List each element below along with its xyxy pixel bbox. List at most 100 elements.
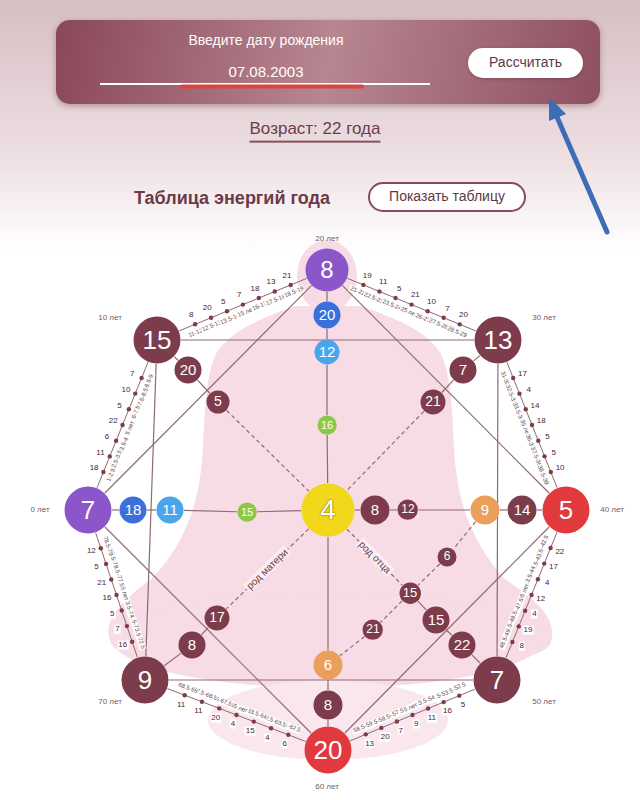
connector-line xyxy=(164,653,181,665)
date-panel: Введите дату рождения 07.08.2003 Рассчитат… xyxy=(56,20,600,104)
node-text: 6 xyxy=(324,657,332,674)
energy-number: 8 xyxy=(188,311,194,320)
energy-number: 19 xyxy=(362,271,373,280)
connector-line xyxy=(174,357,178,361)
age-dot xyxy=(530,423,534,427)
energy-circle: 21 xyxy=(362,619,383,640)
age-range: 78.5-79 xyxy=(102,534,115,557)
age-dot xyxy=(524,407,528,411)
age-dot xyxy=(225,309,229,313)
age-dot xyxy=(393,296,397,300)
age-dot xyxy=(104,562,108,566)
age-dot xyxy=(108,454,112,458)
node-text: 07.08.2003 xyxy=(228,64,303,81)
node-text: 9 xyxy=(481,502,489,519)
age-dot xyxy=(529,593,533,597)
energy-number: 19 xyxy=(523,626,534,635)
energy-number: 14 xyxy=(530,401,541,410)
energy-number: 11 xyxy=(427,713,437,722)
age-dot xyxy=(425,309,429,313)
circle-fill xyxy=(122,657,169,704)
energy-number: 11 xyxy=(95,448,105,457)
connector-line xyxy=(105,286,312,493)
energy-number: 5 xyxy=(220,298,226,307)
energy-circle: 9 xyxy=(470,495,500,525)
circle-fill xyxy=(423,607,450,634)
age-dot xyxy=(286,733,290,737)
connector-line xyxy=(146,364,156,656)
input-progress xyxy=(182,85,362,89)
age-dot xyxy=(510,640,514,644)
node-text: 5 xyxy=(559,496,573,525)
connector-line xyxy=(347,278,475,331)
circle-fill xyxy=(237,502,256,521)
age-mark: 50 лет xyxy=(532,698,556,707)
age-range: 18.5-19 xyxy=(282,285,305,300)
connector-line xyxy=(169,679,473,680)
energy-number: 10 xyxy=(426,298,437,307)
node-text: 21 xyxy=(366,623,379,636)
connector-line xyxy=(472,655,480,663)
connector-line xyxy=(537,509,542,510)
age-mark: 70 лет xyxy=(98,698,122,707)
energy-circle: 9 xyxy=(121,656,169,704)
node-text: 20 xyxy=(319,307,336,324)
connector-line xyxy=(184,510,237,511)
button: Рассчитать xyxy=(468,48,583,78)
circle-fill xyxy=(543,487,590,534)
age-dot xyxy=(234,713,238,717)
connector-line xyxy=(442,380,454,392)
energy-circle: 22 xyxy=(448,631,476,659)
circle-fill xyxy=(306,249,349,292)
energy-number: 6 xyxy=(282,740,288,749)
energy-number: 16 xyxy=(117,640,128,649)
energy-number: 22 xyxy=(554,547,565,556)
energy-circle: 7 xyxy=(473,656,521,704)
energy-number: 7 xyxy=(114,625,120,634)
age-range: 68.5-69 xyxy=(176,681,199,695)
age-dot xyxy=(364,732,368,736)
node-text: 20 xyxy=(180,362,197,379)
energy-circle: 20 xyxy=(313,301,341,329)
node-text: 15 xyxy=(428,612,445,629)
node-text: 5 xyxy=(214,394,222,409)
node-text: 4 xyxy=(320,495,336,526)
connector-line xyxy=(327,435,329,483)
line-label: род матери xyxy=(243,545,291,593)
energy-circle: 5 xyxy=(542,486,590,534)
energy-circle: 7 xyxy=(64,486,112,534)
connector-line xyxy=(97,362,148,488)
connector-line xyxy=(453,522,475,550)
energy-number: 11 xyxy=(176,700,186,709)
circle-fill xyxy=(471,496,500,525)
connector-line xyxy=(507,362,557,487)
energy-number: 16 xyxy=(442,707,453,716)
node-text: Рассчитать xyxy=(489,55,562,70)
energy-circle: 15 xyxy=(399,582,421,604)
energy-number: 22 xyxy=(108,417,119,426)
energy-number: 5 xyxy=(544,433,550,442)
arrow-head xyxy=(549,97,566,121)
age-dot xyxy=(457,693,461,697)
energy-number: 18 xyxy=(250,284,261,293)
age-mark: 30 лет xyxy=(532,314,556,323)
node-text: Показать таблицу xyxy=(389,189,505,204)
age-dot xyxy=(217,706,221,710)
node-text: Введите дату рождения xyxy=(189,33,344,48)
circle-fill xyxy=(157,497,184,524)
age-dot xyxy=(409,302,413,306)
circle-fill xyxy=(474,657,521,704)
energy-number: 17 xyxy=(517,370,528,379)
energy-number: 8 xyxy=(518,641,524,650)
energy-circle: 5 xyxy=(206,390,230,414)
circle-fill xyxy=(399,582,420,603)
energy-number: 4 xyxy=(531,610,537,619)
energy-number: 12 xyxy=(535,594,546,603)
age-dot xyxy=(182,693,186,697)
node-text: 12 xyxy=(401,503,414,516)
node-text: 22 xyxy=(454,637,471,654)
connector-line xyxy=(350,689,475,741)
energy-number: 7 xyxy=(444,304,450,313)
energy-number: 16 xyxy=(102,594,113,603)
